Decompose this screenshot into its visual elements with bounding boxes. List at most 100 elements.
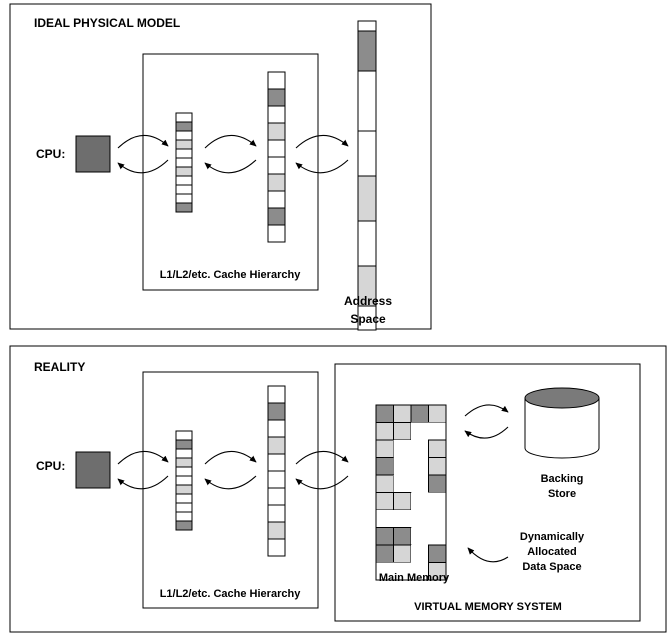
bottom-l1-cell (175, 484, 193, 495)
main-memory-cell (428, 544, 447, 563)
top-l2-cell (267, 207, 286, 226)
main-memory-cell (428, 422, 446, 440)
main-memory-cell (375, 492, 394, 511)
main-memory-cell (375, 439, 394, 458)
top-cpu-cache-arrows (117, 134, 169, 174)
bottom-l1-cell (175, 475, 193, 486)
main-memory-cell (375, 422, 394, 441)
vm-system-label: VIRTUAL MEMORY SYSTEM (414, 601, 562, 613)
bottom-cache-memory-arrows (295, 450, 349, 490)
backing-store-label-line2: Store (548, 488, 576, 500)
top-l1-cache-column (175, 112, 193, 213)
address-cell (357, 70, 377, 132)
main-memory-cell (393, 527, 412, 546)
main-memory-cell (393, 440, 411, 458)
main-memory-cell (411, 562, 429, 580)
bottom-l2-cell (267, 402, 286, 421)
top-l1-cell (175, 157, 193, 168)
bottom-l2-cell (267, 436, 286, 455)
address-cell (357, 305, 377, 331)
dynamic-allocation-arrow (467, 547, 509, 563)
top-l1-cell (175, 139, 193, 150)
address-cell (357, 220, 377, 267)
main-memory-cell (428, 474, 447, 493)
bottom-l1-cell (175, 439, 193, 450)
top-l1-cell (175, 175, 193, 186)
top-l2-cell (267, 105, 286, 124)
bottom-l2-cell (267, 504, 286, 523)
main-memory-cell (393, 492, 412, 511)
reality-panel-title: REALITY (34, 360, 85, 374)
top-cpu-label: CPU: (36, 147, 65, 161)
main-memory-cell (393, 457, 411, 475)
main-memory-cell (411, 492, 429, 510)
main-memory-cell (411, 457, 429, 475)
main-memory-cell (411, 510, 429, 528)
top-l2-cell (267, 122, 286, 141)
top-l1-l2-arrows (204, 134, 257, 174)
bottom-cpu-label: CPU: (36, 459, 65, 473)
address-cell (357, 130, 377, 177)
memory-backing-store-arrows (464, 404, 509, 439)
address-cell (357, 175, 377, 222)
main-memory-cell (393, 544, 412, 563)
main-memory-cell (375, 404, 394, 423)
top-cache-address-arrows (295, 134, 349, 174)
bottom-l1-cell (175, 430, 193, 441)
top-l2-cell (267, 156, 286, 175)
main-memory-cell (375, 474, 394, 493)
main-memory-cell (411, 422, 429, 440)
bottom-l1-cell (175, 466, 193, 477)
top-cache-box (142, 53, 319, 291)
backing-store-disk (524, 387, 600, 459)
dynamic-label-line3: Data Space (522, 561, 581, 573)
address-cell (357, 30, 377, 72)
main-memory-cell (393, 404, 412, 423)
main-memory-cell (393, 562, 411, 580)
main-memory-grid (375, 404, 447, 581)
top-l2-cell (267, 139, 286, 158)
bottom-l2-cell (267, 419, 286, 438)
top-l2-cell (267, 173, 286, 192)
bottom-l1-cell (175, 511, 193, 522)
bottom-cache-box (142, 371, 319, 609)
bottom-cpu-cache-arrows (117, 450, 169, 490)
main-memory-cell (411, 527, 429, 545)
main-memory-cell (411, 545, 429, 563)
bottom-l1-cell (175, 448, 193, 459)
main-memory-cell (376, 562, 394, 580)
bottom-l2-cell (267, 453, 286, 472)
main-memory-cell (375, 527, 394, 546)
ideal-panel-title: IDEAL PHYSICAL MODEL (34, 16, 180, 30)
top-l1-cell (175, 202, 193, 213)
bottom-cpu-chip (75, 451, 111, 489)
top-cpu-chip (75, 135, 111, 173)
main-memory-cell (393, 510, 411, 528)
main-memory-cell (428, 457, 447, 476)
top-l1-cell (175, 121, 193, 132)
address-space-column (357, 20, 377, 331)
reality-panel: REALITY CPU: L1/L2/etc. Cache Hierarchy … (9, 345, 667, 633)
main-memory-cell (375, 544, 394, 563)
main-memory-cell (428, 404, 447, 423)
top-l1-cell (175, 184, 193, 195)
main-memory-border (375, 404, 447, 581)
main-memory-cell (393, 422, 412, 441)
top-l1-cell (175, 166, 193, 177)
bottom-l1-cache-column (175, 430, 193, 531)
bottom-l1-cell (175, 457, 193, 468)
top-cache-label: L1/L2/etc. Cache Hierarchy (160, 269, 302, 281)
main-memory-cell (393, 475, 411, 493)
address-cell (357, 20, 377, 32)
bottom-l2-cell (267, 470, 286, 489)
bottom-l2-cell (267, 538, 286, 557)
main-memory-cell (375, 457, 394, 476)
address-space-label-line2: Space (350, 312, 386, 326)
top-l2-cell (267, 88, 286, 107)
main-memory-label: Main Memory (379, 572, 450, 584)
main-memory-cell (411, 475, 429, 493)
main-memory-cell (428, 492, 446, 510)
ideal-physical-model-panel: IDEAL PHYSICAL MODEL CPU: L1/L2/etc. Cac… (9, 3, 432, 331)
top-l1-cell (175, 112, 193, 123)
